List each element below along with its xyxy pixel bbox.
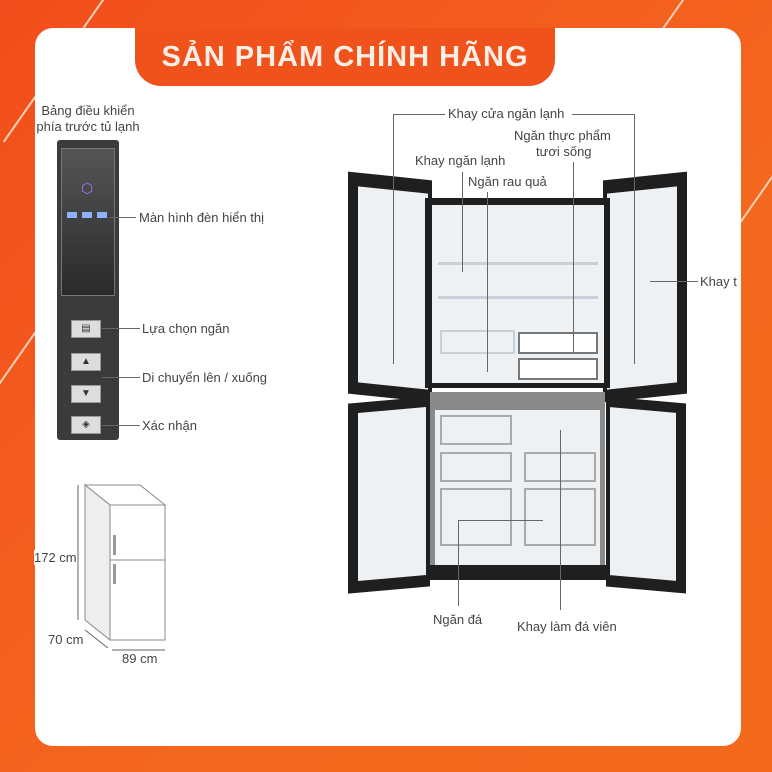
up-button[interactable]: ▲	[71, 353, 101, 371]
hexagon-icon: ⬡	[81, 180, 94, 196]
display-leds	[67, 212, 109, 218]
dim-width: 89 cm	[122, 651, 158, 666]
dimension-diagram	[77, 483, 167, 651]
panel-title-1: Bảng điều khiển	[41, 103, 135, 118]
label-fresh-food-1: Ngăn thực phẩm	[514, 128, 611, 143]
confirm-button[interactable]: ◈	[71, 416, 101, 434]
label-confirm: Xác nhận	[142, 418, 197, 433]
label-door-tray: Khay cửa ngăn lạnh	[448, 106, 565, 121]
label-display: Màn hình đèn hiển thị	[139, 210, 265, 225]
label-ice-tray: Khay làm đá viên	[517, 619, 617, 634]
banner: SẢN PHẨM CHÍNH HÃNG	[135, 28, 555, 86]
label-side-tray: Khay t	[700, 274, 737, 289]
label-select: Lựa chọn ngăn	[142, 321, 230, 336]
dim-height: 172 cm	[34, 550, 77, 565]
down-button[interactable]: ▼	[71, 385, 101, 403]
select-button[interactable]: ▤	[71, 320, 101, 338]
dim-depth: 70 cm	[48, 632, 84, 647]
label-move: Di chuyển lên / xuống	[142, 370, 268, 385]
banner-title: SẢN PHẨM CHÍNH HÃNG	[161, 40, 529, 73]
panel-title-2: phía trước tủ lạnh	[36, 119, 140, 134]
label-freezer: Ngăn đá	[433, 612, 483, 627]
label-vegetable: Ngăn rau quả	[468, 174, 547, 189]
label-fridge-tray: Khay ngăn lạnh	[415, 153, 506, 168]
control-panel-image: ⬡ ▤ ▲ ▼ ◈	[57, 140, 119, 440]
label-fresh-food-2: tươi sống	[536, 144, 592, 159]
